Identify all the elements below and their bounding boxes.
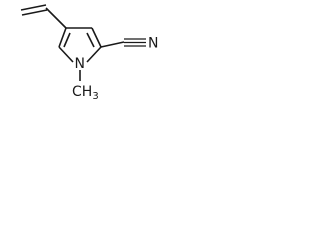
ring-bond-n1-c5: [58, 46, 74, 63]
nitrile-group: N: [100, 36, 158, 52]
ring-bond-c5-c4: [58, 27, 67, 48]
vinyl-terminal-bond-2: [21, 9, 48, 16]
ring-bond-c3-c2: [91, 27, 102, 48]
ring-bond-c2-n1: [86, 46, 102, 63]
vinyl-to-ring-bond: [45, 7, 67, 29]
nitrile-single-bond: [100, 41, 125, 48]
vinyl-group: [20, 4, 67, 29]
nitrile-nitrogen-label: N: [148, 36, 158, 52]
molecular-structure-diagram: N N CH3: [20, 4, 158, 101]
methyl-label-subscript: 3: [92, 91, 98, 101]
vinyl-terminal-bond-1: [20, 4, 47, 11]
methyl-label: CH3: [72, 84, 99, 101]
ring-bond-c5-c4-inner: [63, 32, 71, 48]
methyl-label-main: CH: [72, 84, 92, 100]
ring-bond-c3-c2-inner: [86, 32, 95, 48]
ring-nitrogen-label: N: [75, 56, 85, 72]
pyrrole-ring: [58, 27, 102, 63]
